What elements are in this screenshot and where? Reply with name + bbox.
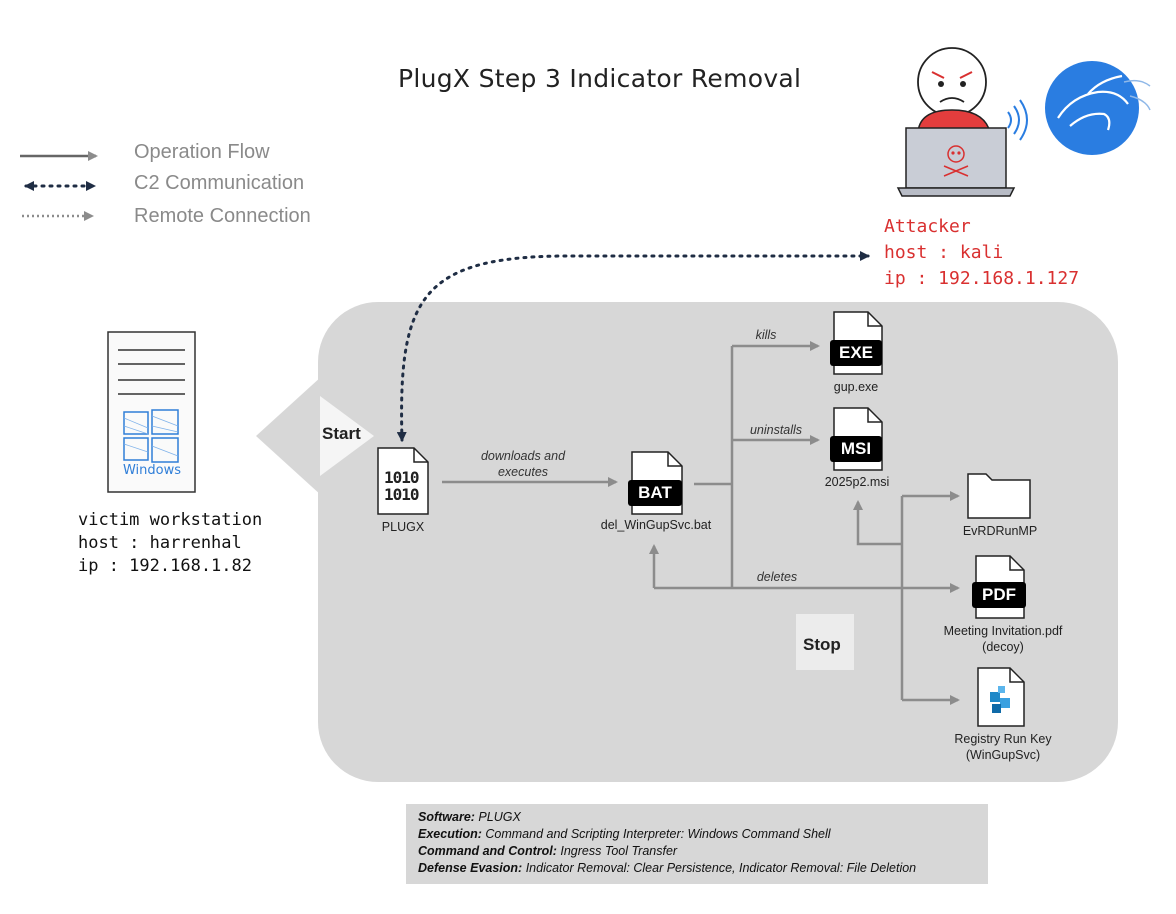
attacker-role: Attacker — [884, 216, 971, 237]
plugx-binary-glyph: 1010 1010 — [384, 468, 420, 504]
summary-line-execution: Execution: Command and Scripting Interpr… — [418, 827, 831, 841]
start-chevron — [256, 376, 322, 496]
plugx-label: PLUGX — [381, 520, 425, 534]
technique-summary-box: Software: PLUGX Execution: Command and S… — [406, 804, 988, 884]
downloads-edge-label: downloads and executes — [480, 449, 566, 479]
victim-host: host : harrenhal — [78, 533, 242, 553]
folder-icon — [967, 473, 1031, 519]
diagram-title: PlugX Step 3 Indicator Removal — [398, 64, 802, 93]
exe-badge: EXE — [830, 340, 882, 366]
summary-line-c2: Command and Control: Ingress Tool Transf… — [418, 844, 678, 858]
legend-remote-label: Remote Connection — [134, 205, 311, 227]
start-label: Start — [322, 424, 361, 443]
deletes-edge-label: deletes — [756, 570, 798, 584]
attacker-avatar-icon — [917, 47, 991, 133]
pdf-badge: PDF — [972, 582, 1026, 608]
kali-dragon-icon — [1045, 61, 1151, 155]
skull-icon — [943, 145, 969, 177]
kills-edge-label: kills — [755, 328, 777, 342]
folder-label: EvRDRunMP — [962, 524, 1038, 538]
windows-label: Windows — [122, 463, 182, 478]
attacker-host: host : kali — [884, 242, 1004, 263]
legend-operation-flow-label: Operation Flow — [134, 141, 270, 163]
summary-line-defense-evasion: Defense Evasion: Indicator Removal: Clea… — [418, 861, 917, 875]
uninstalls-edge-label: uninstalls — [749, 423, 803, 437]
bat-badge: BAT — [628, 480, 682, 506]
attacker-ip: ip : 192.168.1.127 — [884, 268, 1080, 289]
attacker-laptop-icon — [896, 127, 1016, 197]
registry-label: Registry Run Key — [954, 732, 1052, 746]
legend-c2-label: C2 Communication — [134, 172, 305, 194]
stop-label: Stop — [803, 635, 841, 654]
windows-logo-icon — [123, 409, 179, 463]
stop-box — [796, 614, 854, 670]
start-play-triangle — [320, 396, 374, 476]
wifi-signal-icon — [1007, 99, 1028, 141]
summary-line-software: Software: PLUGX — [418, 810, 521, 824]
msi-delete-arrow — [853, 500, 902, 546]
registry-file-icon — [977, 667, 1025, 727]
c2-communication-arc — [396, 251, 870, 442]
victim-ip: ip : 192.168.1.82 — [78, 556, 252, 576]
pdf-sublabel: (decoy) — [982, 640, 1024, 654]
pdf-label: Meeting Invitation.pdf — [943, 624, 1063, 638]
registry-sublabel: (WinGupSvc) — [965, 748, 1041, 762]
victim-role: victim workstation — [78, 510, 263, 530]
bat-label: del_WinGupSvc.bat — [600, 518, 712, 532]
msi-label: 2025p2.msi — [824, 475, 890, 489]
msi-badge: MSI — [830, 436, 882, 462]
plugx-file-icon — [377, 447, 429, 515]
registry-cubes-icon — [990, 686, 1010, 713]
exe-label: gup.exe — [833, 380, 879, 394]
